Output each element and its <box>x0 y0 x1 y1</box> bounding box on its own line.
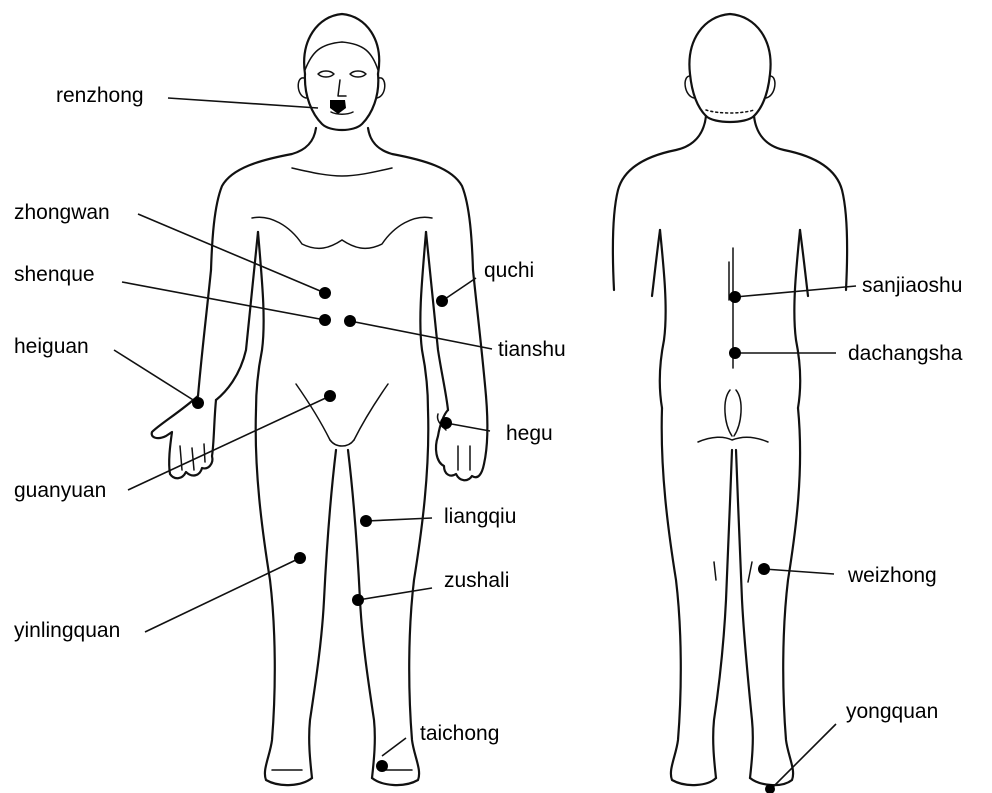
point-label: guanyuan <box>14 479 106 502</box>
point-marker <box>440 417 452 429</box>
point-marker <box>729 291 741 303</box>
leader-line <box>145 558 300 632</box>
point-marker <box>319 314 331 326</box>
point-marker <box>729 347 741 359</box>
leader-line <box>358 588 432 600</box>
point-label: hegu <box>506 422 553 445</box>
point-marker <box>376 760 388 772</box>
point-label: heiguan <box>14 335 89 358</box>
acupoint-quchi: quchi <box>436 259 534 307</box>
acupoint-guanyuan: guanyuan <box>14 390 336 502</box>
point-label: tianshu <box>498 338 566 361</box>
point-marker <box>360 515 372 527</box>
point-marker <box>758 563 770 575</box>
point-label: liangqiu <box>444 505 516 528</box>
point-marker <box>344 315 356 327</box>
point-marker <box>436 295 448 307</box>
point-label: yongquan <box>846 700 938 723</box>
leader-line <box>442 278 476 301</box>
point-label: taichong <box>420 722 499 745</box>
point-marker <box>324 390 336 402</box>
point-marker <box>294 552 306 564</box>
point-label: sanjiaoshu <box>862 274 962 297</box>
point-label: zhongwan <box>14 201 110 224</box>
acupoint-yinlingquan: yinlingquan <box>14 552 306 642</box>
acupoint-tianshu: tianshu <box>344 315 566 361</box>
leader-line <box>446 423 490 431</box>
leader-line <box>382 738 406 756</box>
leader-line <box>114 350 198 403</box>
point-label: renzhong <box>56 84 144 107</box>
point-label: dachangsha <box>848 342 963 365</box>
point-label: quchi <box>484 259 534 282</box>
leader-line <box>764 569 834 574</box>
front-acupoints: renzhong zhongwan shenque heiguan guanyu… <box>14 84 566 772</box>
point-label: shenque <box>14 263 95 286</box>
back-acupoints: sanjiaoshu dachangsha weizhong yongquan <box>729 274 963 793</box>
leader-line <box>138 214 325 293</box>
leader-line <box>168 98 318 108</box>
acupoint-hegu: hegu <box>440 417 553 445</box>
acupoint-renzhong: renzhong <box>56 84 346 114</box>
acupoint-zushali: zushali <box>352 569 509 606</box>
acupoint-taichong: taichong <box>376 722 499 772</box>
back-body-figure <box>613 14 847 785</box>
point-label: weizhong <box>847 564 937 587</box>
acupoint-dachangsha: dachangsha <box>729 342 963 365</box>
point-marker <box>352 594 364 606</box>
point-label: zushali <box>444 569 509 592</box>
acupoint-liangqiu: liangqiu <box>360 505 516 528</box>
point-marker <box>319 287 331 299</box>
acupoint-yongquan: yongquan <box>765 700 938 793</box>
leader-line <box>128 396 330 490</box>
acupoint-heiguan: heiguan <box>14 335 204 409</box>
acupoint-shenque: shenque <box>14 263 331 326</box>
acupoint-weizhong: weizhong <box>758 563 937 587</box>
leader-line <box>122 282 325 320</box>
point-label: yinlingquan <box>14 619 120 642</box>
point-marker <box>192 397 204 409</box>
leader-line <box>772 724 836 788</box>
